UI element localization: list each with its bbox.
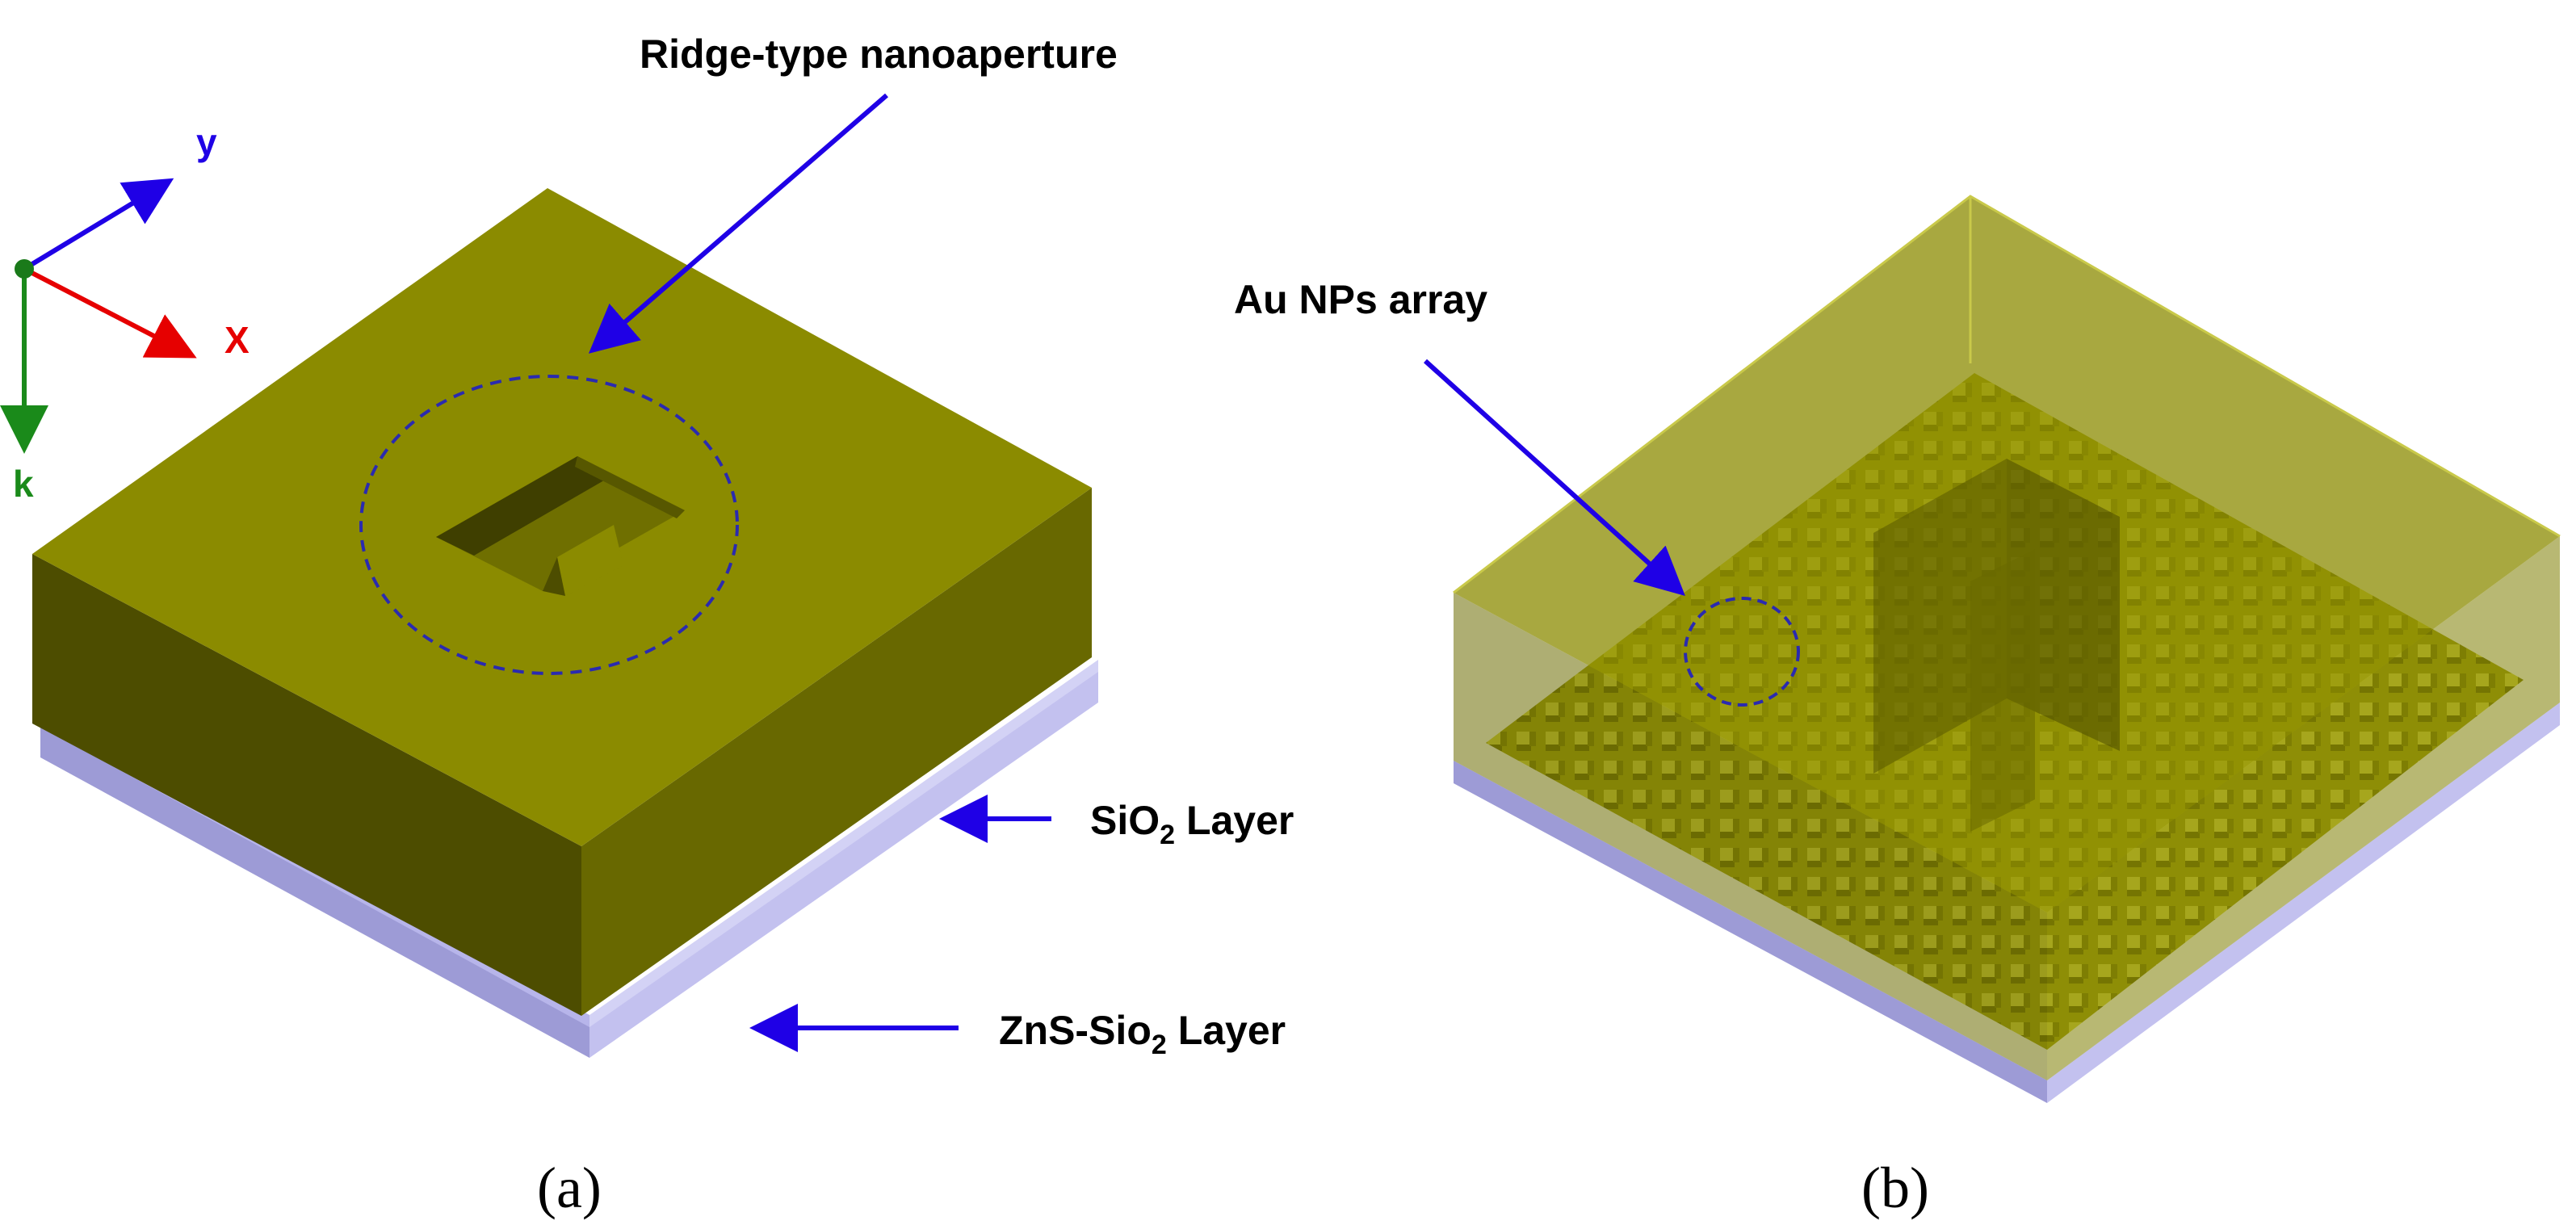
gold-block-right-face [581,488,1092,1016]
sio2-layer-right [589,660,1098,1027]
zns-sio2-layer-left [40,719,589,1058]
ridge-nanoaperture [436,456,685,596]
b-substrate-left [1454,761,2047,1103]
b-ridge-aperture [1873,459,2120,832]
sio2-layer-label: SiO2 Layer [1090,798,1294,850]
k-axis-label: k [13,463,34,505]
y-axis-label: y [196,121,217,163]
zns-sio2-layer-right [589,664,1098,1058]
np-highlight-circle [1684,597,1800,707]
panel-a-caption: (a) [537,1156,602,1220]
zns-sio2-layer-label: ZnS-Sio2 Layer [999,1008,1286,1060]
gold-block-front-face [32,554,581,1016]
aperture-callout-arrow [588,93,888,354]
panel-a: y X k Ridge-type nanoaperture SiO2 Layer… [0,31,1294,1220]
au-nps-array-arrow [1423,359,1685,597]
y-axis-arrow [23,178,174,271]
aperture-highlight-circle [359,375,739,675]
au-nps-array-label: Au NPs array [1234,277,1487,322]
panel-b-caption: (b) [1861,1156,1929,1220]
axis-origin [15,259,34,279]
b-block-right-face [2047,536,2560,1080]
aperture-callout-label: Ridge-type nanoaperture [640,31,1118,77]
x-axis-arrow [23,266,197,359]
x-axis-label: X [224,319,250,361]
coordinate-axes: y X k [0,121,250,505]
panel-b: Au NPs array (b) [1234,195,2561,1220]
b-substrate-right [2047,703,2560,1103]
b-block-front-face [1454,593,2047,1080]
